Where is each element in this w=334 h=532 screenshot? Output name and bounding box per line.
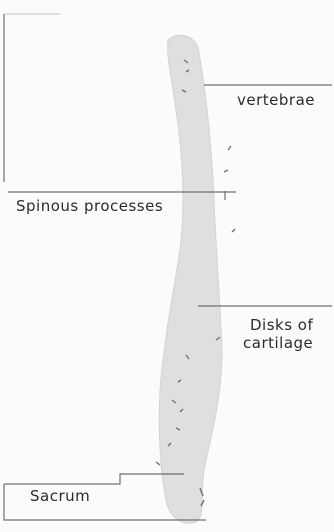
vertebrae-label: vertebrae <box>237 91 315 109</box>
disks-of-cartilage-label: Disks of cartilage <box>243 316 313 352</box>
disks-label-line1: Disks of <box>243 316 313 334</box>
spinous-processes-label: Spinous processes <box>16 197 163 215</box>
disks-label-line2: cartilage <box>243 334 313 352</box>
spine-column <box>159 35 222 523</box>
sacrum-label: Sacrum <box>30 487 90 505</box>
